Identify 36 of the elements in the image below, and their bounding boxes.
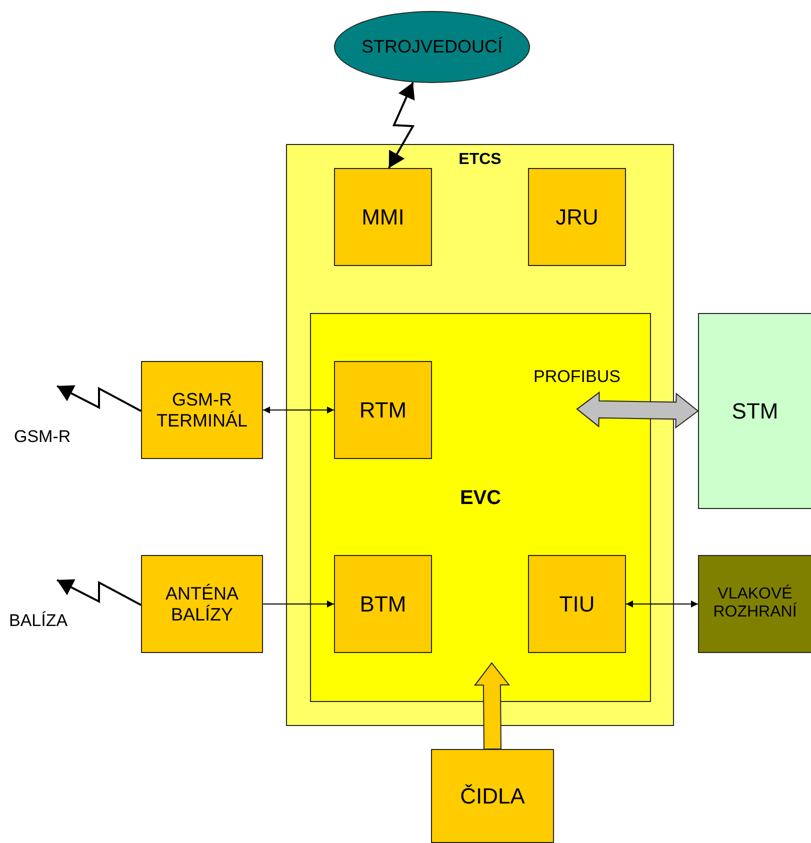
node-label: JRU: [554, 204, 600, 230]
connector-arrow: [626, 600, 698, 608]
module-box: [334, 361, 432, 459]
node-label: TIU: [558, 591, 596, 617]
node-label: ANTÉNA BALÍZY: [164, 583, 240, 625]
node-label: GSM-R TERMINÁL: [155, 389, 248, 431]
wireless-link-arrow: [56, 579, 142, 606]
system-frame: [286, 144, 674, 726]
module-box: [528, 168, 626, 266]
node-label: ČIDLA: [459, 783, 526, 809]
computer-panel: [310, 313, 651, 702]
node-label: BTM: [358, 591, 408, 617]
wireless-link-arrow: [56, 385, 142, 412]
module-box: [334, 168, 432, 266]
block-arrow: [576, 391, 699, 429]
module-box: [698, 313, 811, 509]
module-box: [141, 555, 263, 653]
node-label: RTM: [358, 397, 408, 423]
connector-arrow: [262, 600, 334, 608]
module-box: [431, 749, 554, 843]
node-label: STROJVEDOUCÍ: [360, 36, 504, 58]
module-box: [528, 555, 626, 653]
connector-arrow: [262, 406, 334, 414]
module-box: [334, 555, 432, 653]
node-label: STM: [730, 398, 780, 424]
module-box: [141, 361, 263, 459]
interface-box: [698, 555, 811, 653]
group-heading: EVC: [458, 486, 502, 510]
link-label: GSM-R: [14, 427, 71, 447]
group-heading: ETCS: [458, 151, 502, 169]
block-arrow: [474, 662, 510, 750]
link-label: BALÍZA: [9, 611, 68, 631]
node-label: MMI: [360, 204, 406, 230]
wireless-link-arrow: [388, 82, 415, 168]
node-label: VLAKOVÉ ROZHRANÍ: [712, 586, 798, 622]
edge-label: PROFIBUS: [534, 367, 620, 388]
